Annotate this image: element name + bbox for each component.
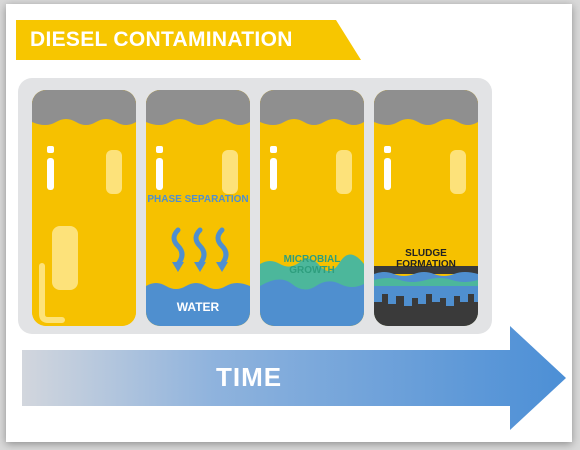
highlight-bar — [384, 158, 391, 190]
tank-top — [374, 90, 478, 125]
tank-top — [260, 90, 364, 125]
tank-clean — [32, 90, 136, 326]
highlight-glow — [106, 150, 122, 194]
highlight-curve — [39, 263, 65, 323]
highlight-glow — [450, 150, 466, 194]
highlight-dot — [47, 146, 54, 153]
title-banner: DIESEL CONTAMINATION — [16, 20, 361, 60]
tank-top — [146, 90, 250, 125]
banner-shape — [16, 20, 361, 60]
tank-phase-separation: PHASE SEPARATION WATER — [146, 90, 250, 326]
phase-separation-label: PHASE SEPARATION — [147, 194, 249, 205]
microbial-layer — [374, 278, 478, 286]
highlight-dot — [270, 146, 277, 153]
microbial-growth-label: MICROBIAL GROWTH — [283, 254, 341, 276]
highlight-bar — [270, 158, 277, 190]
microbial-layer — [260, 254, 364, 290]
tank-sludge-formation: SLUDGE FORMATION — [374, 90, 478, 326]
tank-microbial-growth: MICROBIAL GROWTH — [260, 90, 364, 326]
highlight-dot — [384, 146, 391, 153]
highlight-glow — [222, 150, 238, 194]
highlight-glow-lower — [52, 226, 78, 290]
separation-arrows-icon — [171, 227, 229, 267]
tank-top — [32, 90, 136, 125]
title: DIESEL CONTAMINATION — [30, 28, 293, 51]
highlight-bar — [47, 158, 54, 190]
highlight-bar — [156, 158, 163, 190]
water-label: WATER — [176, 300, 220, 314]
highlight-glow — [336, 150, 352, 194]
time-arrow-shape — [22, 326, 566, 430]
highlight-dot — [156, 146, 163, 153]
sludge-formation-label: SLUDGE FORMATION — [396, 248, 456, 270]
water-layer — [146, 283, 250, 326]
time-arrow: TIME — [22, 326, 570, 430]
sludge-line — [374, 266, 478, 274]
sludge-deposit — [374, 294, 478, 326]
time-label: TIME — [216, 362, 283, 392]
